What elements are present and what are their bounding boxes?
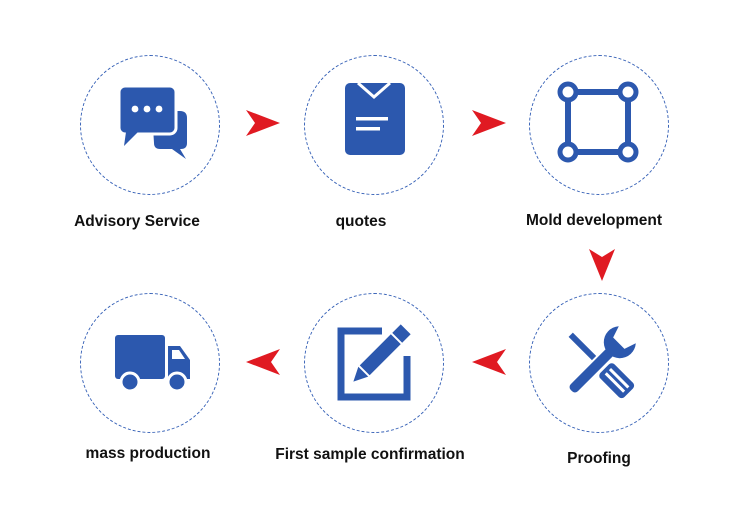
step-label: Proofing (567, 450, 631, 467)
step-circle (304, 55, 444, 195)
step-circle (80, 55, 220, 195)
arrow-down (589, 249, 615, 281)
step-proofing (529, 293, 669, 433)
arrow-left (246, 349, 280, 375)
arrow-left (472, 349, 506, 375)
arrow-right (246, 110, 280, 136)
step-first-sample-confirmation (304, 293, 444, 433)
step-label: mass production (85, 445, 211, 462)
step-circle (529, 293, 669, 433)
clipboard-icon (345, 81, 405, 155)
step-label: quotes (335, 213, 387, 230)
step-circle (304, 293, 444, 433)
step-label: First sample confirmation (275, 446, 465, 463)
step-label: Mold development (525, 212, 663, 229)
step-mold-development (529, 55, 669, 195)
edit-icon (337, 324, 411, 401)
truck-icon (115, 335, 190, 393)
arrow-right (472, 110, 506, 136)
frame-nodes-icon (557, 81, 639, 163)
step-mass-production (80, 293, 220, 433)
chat-bubbles-icon (117, 84, 187, 159)
step-label: Advisory Service (74, 213, 200, 230)
tools-icon (567, 321, 641, 399)
step-advisory-service (80, 55, 220, 195)
step-quotes (304, 55, 444, 195)
step-circle (529, 55, 669, 195)
step-circle (80, 293, 220, 433)
